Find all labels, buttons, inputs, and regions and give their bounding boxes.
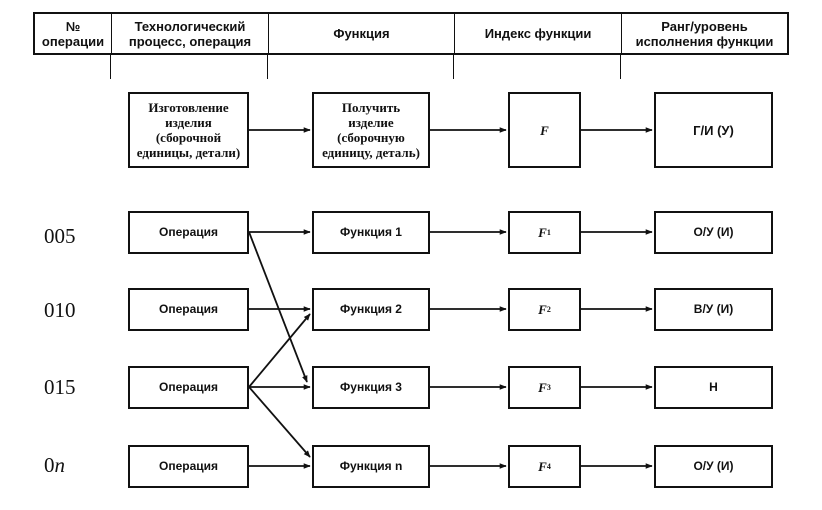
header-process: Технологический процесс, операция [112,14,269,53]
rank-node-3: Н [654,366,773,409]
operation-number-005: 005 [44,224,76,248]
function-node-4: Функция n [312,445,430,488]
operation-node-2: Операция [128,288,249,331]
rank-node-1: О/У (И) [654,211,773,254]
rank-node-top: Г/И (У) [654,92,773,168]
arrow-op1-to-fn3 [248,231,308,383]
index-base: F [538,302,547,317]
operation-number-010: 010 [44,298,76,322]
operation-number-0n: 0n [44,453,65,478]
rank-node-2: В/У (И) [654,288,773,331]
header-table: № операции Технологический процесс, опер… [33,12,789,55]
arrow-op3-to-fn2 [248,313,311,388]
rank-node-4: О/У (И) [654,445,773,488]
function-node-1: Функция 1 [312,211,430,254]
operation-node-4: Операция [128,445,249,488]
index-node-F: F [508,92,581,168]
column-divider [267,55,268,79]
function-node-2: Функция 2 [312,288,430,331]
index-base: F [538,380,547,395]
operation-number-suffix: n [54,453,66,477]
header-operation-number: № операции [35,14,112,53]
index-label: F [540,122,549,138]
index-base: F [538,459,547,474]
header-function-index: Индекс функции [455,14,622,53]
column-divider [620,55,621,79]
function-node-product: Получить изделие (сборочную единицу, дет… [312,92,430,168]
column-divider [110,55,111,79]
header-rank: Ранг/уровень исполнения функции [635,18,774,49]
operation-number-015: 015 [44,375,76,399]
operation-node-3: Операция [128,366,249,409]
column-divider [453,55,454,79]
function-node-3: Функция 3 [312,366,430,409]
index-base: F [538,225,547,240]
index-subscript: 2 [546,305,551,314]
index-subscript: 4 [546,462,551,471]
index-subscript: 1 [546,228,551,237]
operation-number-base: 0 [44,453,55,477]
operation-node-1: Операция [128,211,249,254]
process-node-product: Изготовление изделия (сборочной единицы,… [128,92,249,168]
header-function: Функция [269,14,455,53]
arrow-op3-to-fn4 [248,386,311,458]
index-subscript: 3 [546,383,551,392]
